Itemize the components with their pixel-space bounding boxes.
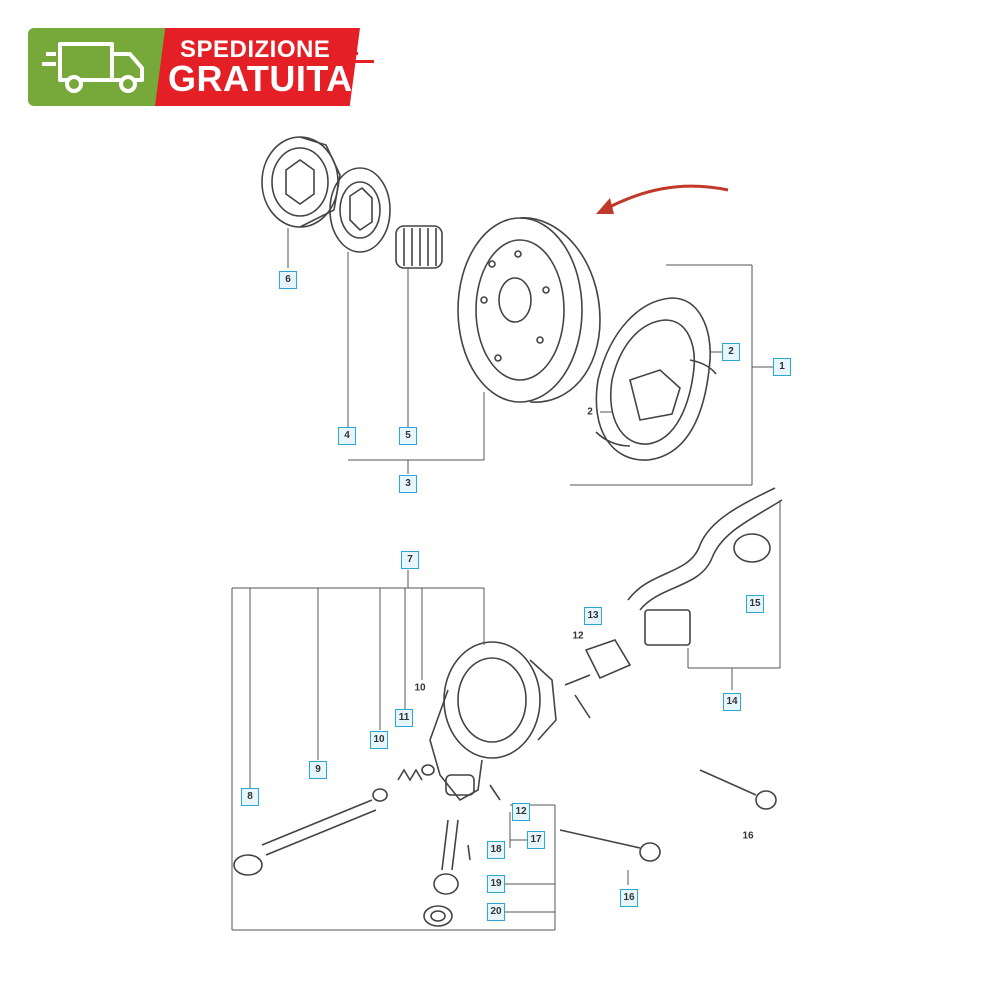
callout-12-plain: 12 [572,630,584,642]
rim-sprocket-part [329,167,391,253]
banner-speed-line [348,60,374,63]
callout-3: 3 [399,475,417,493]
callout-13: 13 [584,607,602,625]
callout-16-plain: 16 [742,830,754,842]
callout-17: 17 [527,831,545,849]
oil-hose-part [627,487,783,646]
banner-line2: GRATUITA [168,58,353,99]
callout-6: 6 [279,271,297,289]
callout-18: 18 [487,841,505,859]
screw-part [559,769,777,862]
banner-red-panel [155,28,360,106]
banner-speed-line [336,52,358,55]
callout-1: 1 [773,358,791,376]
worm-gear-part [423,873,459,927]
red-arrow-head [596,198,614,214]
banner-speed-line [318,44,346,47]
callout-11: 11 [395,709,413,727]
callout-10-plain: 10 [414,682,426,694]
red-arrow [599,184,729,214]
needle-bearing-part [395,225,443,269]
spring-part [372,764,435,802]
leader-lines [231,228,781,931]
callout-14: 14 [723,693,741,711]
clutch-part [595,297,717,461]
callout-19: 19 [487,875,505,893]
free-shipping-banner: SPEDIZIONE GRATUITA [0,0,400,120]
callout-16: 16 [620,889,638,907]
oil-pump-body-part [429,641,557,802]
callout-7: 7 [401,551,419,569]
callout-2: 2 [722,343,740,361]
callout-9: 9 [309,761,327,779]
callout-4: 4 [338,427,356,445]
callout-10: 10 [370,731,388,749]
callout-20: 20 [487,903,505,921]
pump-shaft-part [233,799,377,876]
banner-line1: SPEDIZIONE [180,36,331,63]
callout-8: 8 [241,788,259,806]
callout-5: 5 [399,427,417,445]
delivery-truck-icon [42,42,144,93]
banner-green-panel [28,28,178,106]
callout-12: 12 [512,803,530,821]
callout-2-plain: 2 [587,406,593,418]
connector-part [564,639,632,686]
callout-15: 15 [746,595,764,613]
drive-sprocket-part [261,136,341,228]
pin-part [441,694,591,871]
clutch-drum-part [457,217,601,403]
